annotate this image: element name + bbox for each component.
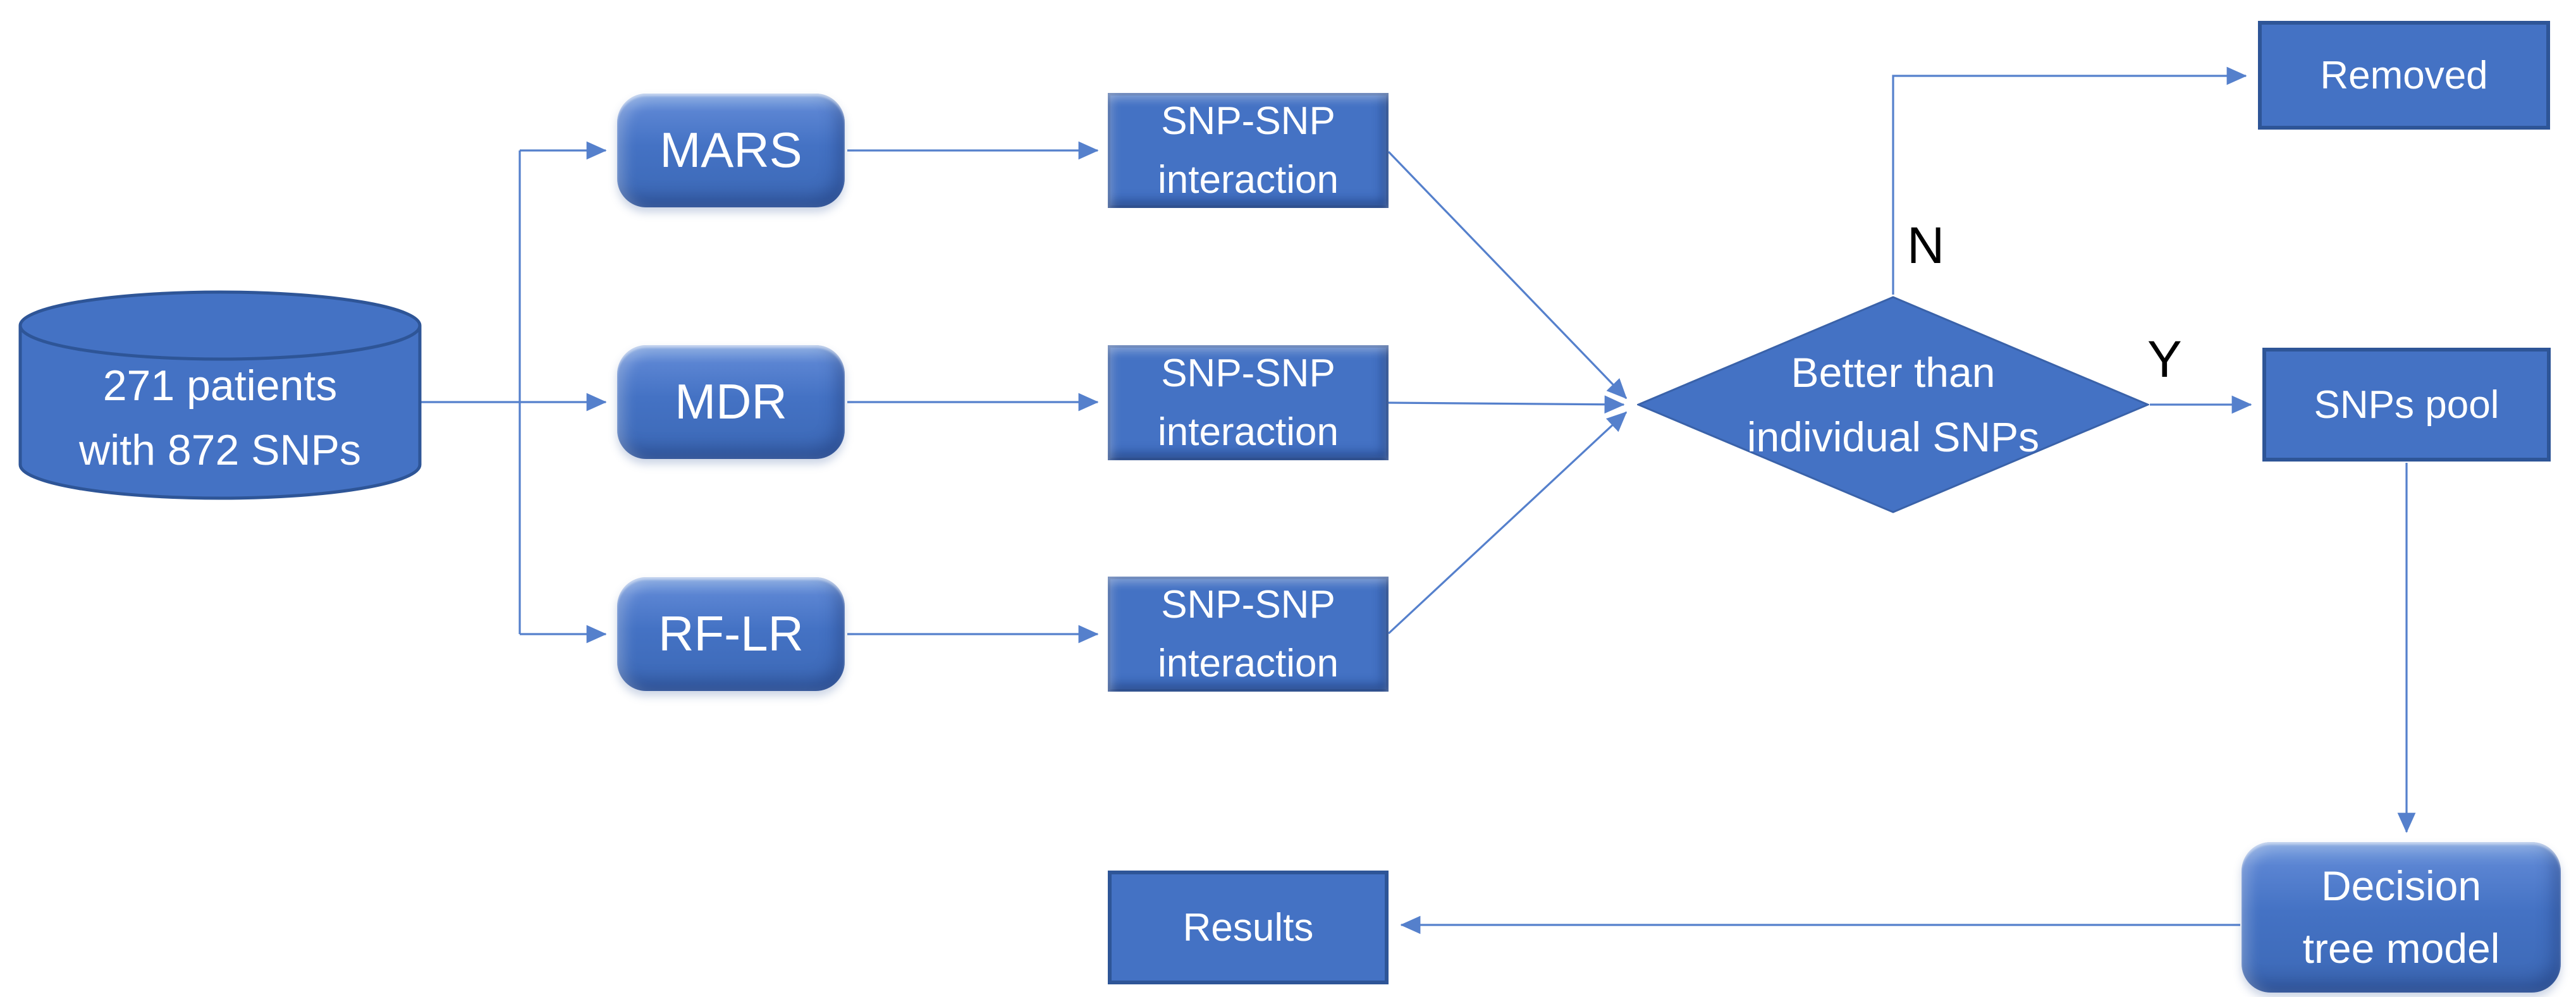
database-label-line2: with 872 SNPs (79, 426, 361, 474)
edge-snp3-to-decision (1387, 411, 1628, 635)
node-decision-tree: Decision tree model (2242, 842, 2561, 993)
node-decision: Better than individual SNPs (1637, 296, 2149, 513)
node-snp-interaction-3: SNP-SNP interaction (1108, 577, 1389, 692)
snps-pool-label: SNPs pool (2314, 382, 2499, 427)
decision-yes-label: Y (2147, 331, 2182, 388)
results-label: Results (1182, 905, 1314, 950)
snp1-label-line2: interaction (1157, 158, 1339, 202)
snp2-label-line1: SNP-SNP (1161, 352, 1335, 395)
snp1-label-line1: SNP-SNP (1161, 99, 1335, 143)
mars-label: MARS (659, 122, 802, 178)
decision-label-line2: individual SNPs (1746, 413, 2040, 460)
decision-tree-label-line1: Decision (2321, 862, 2482, 909)
removed-label: Removed (2320, 53, 2488, 97)
node-database: 271 patients with 872 SNPs (18, 290, 422, 501)
snp3-label-line1: SNP-SNP (1161, 583, 1335, 627)
node-snp-interaction-1: SNP-SNP interaction (1108, 93, 1389, 208)
snp2-label-line2: interaction (1157, 410, 1339, 454)
rflr-label: RF-LR (658, 606, 804, 662)
node-rflr: RF-LR (617, 577, 845, 691)
node-removed: Removed (2258, 21, 2550, 130)
edge-snp2-to-decision (1388, 395, 1625, 414)
node-mdr: MDR (617, 345, 845, 459)
node-snp-interaction-2: SNP-SNP interaction (1108, 345, 1389, 460)
database-label-line1: 271 patients (102, 362, 338, 410)
decision-label-line1: Better than (1791, 348, 1996, 396)
node-snps-pool: SNPs pool (2262, 348, 2551, 462)
node-mars: MARS (617, 94, 845, 207)
snp3-label-line2: interaction (1157, 642, 1339, 685)
edge-snp1-to-decision (1387, 150, 1628, 400)
mdr-label: MDR (675, 374, 787, 430)
node-results: Results (1108, 871, 1389, 984)
decision-no-label: N (1907, 217, 1945, 274)
edge-decision-no-to-removed (1892, 66, 2247, 295)
decision-tree-label-line2: tree model (2302, 925, 2500, 972)
